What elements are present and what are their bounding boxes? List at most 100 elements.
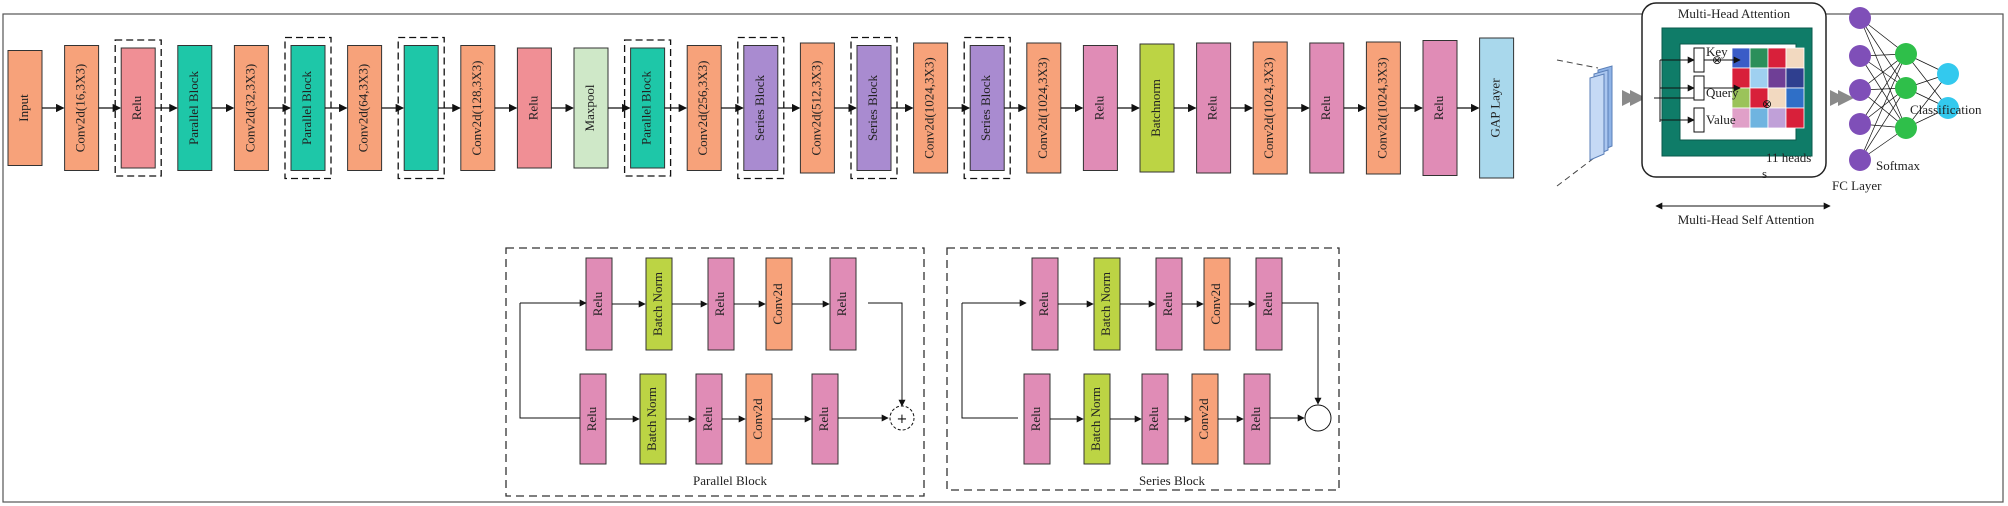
relu-block: Relu [1141,373,1169,465]
relu-block: Relu [120,47,156,169]
value-label: Value [1706,112,1736,127]
value-box [1693,107,1705,133]
batch-norm-block: Batch Norm [639,373,667,465]
fc-edge [1905,73,1949,129]
relu-label: Relu [712,291,727,316]
classification-label: Classification [1910,102,1982,117]
series-block-label: Series Block [978,74,993,141]
parallel-block-block: Parallel Block [177,45,213,171]
batchnorm-block: Batchnorm [1139,43,1175,173]
conv2d-label: Conv2d [1208,283,1223,325]
arrow-right-icon [1630,90,1646,106]
relu-block: Relu [1023,373,1051,465]
series-block-block: Series Block [969,45,1005,171]
relu-block: Relu [1309,42,1345,174]
relu-block: Relu [1031,257,1059,351]
output-node [1937,63,1959,85]
fc-layer-label: FC Layer [1832,178,1882,193]
join-node [1304,404,1332,432]
fc-node [1849,113,1871,135]
key-box [1693,47,1705,73]
conv2d-block: Conv2d [765,257,793,351]
s-label: s [1762,166,1767,181]
conv2d-16-3x3-label: Conv2d(16,3X3) [73,64,88,152]
conv2d-1024-3x3-label: Conv2d(1024,3X3) [1261,57,1276,158]
fc-node [1849,45,1871,67]
relu-block: Relu [585,257,613,351]
conv2d-1024-3x3-block: Conv2d(1024,3X3) [1252,41,1288,175]
outer-frame [2,13,2004,503]
multiply-icon: ⊗ [1712,53,1722,67]
gap-layer-block: GAP Layer [1479,37,1515,179]
heads-label: 11 heads [1766,150,1811,165]
key-label: Key [1706,44,1728,59]
conv2d-block: Conv2d [1203,257,1231,351]
multi-head-attention: Multi-Head Attention Key Query Value ⊗ ⊗… [1641,2,1827,181]
softmax-label: Softmax [1876,158,1921,173]
relu-label: Relu [1028,406,1043,431]
relu-block: Relu [516,47,552,169]
sum-symbol: + [897,412,908,427]
attention-cell [1785,107,1805,129]
softmax-node [1895,43,1917,65]
arrow-right-icon [1838,90,1854,106]
block-block [403,45,439,171]
series-block-label: Series Block [752,74,767,141]
attention-cell [1767,107,1787,129]
attention-score-grid [1731,47,1805,129]
parallel-block-caption: Parallel Block [693,473,768,488]
attention-cell [1749,47,1769,69]
gap-layer-label: GAP Layer [1488,78,1503,138]
conv2d-256-3x3-label: Conv2d(256,3X3) [695,61,710,156]
conv2d-1024-3x3-block: Conv2d(1024,3X3) [913,42,949,174]
attention-cell [1785,47,1805,69]
attention-cell [1749,67,1769,89]
relu-label: Relu [1318,95,1333,120]
relu-block: Relu [829,257,857,351]
series-block-label: Series Block [865,74,880,141]
conv2d-label: Conv2d [750,398,765,440]
relu-block: Relu [1422,40,1458,176]
conv2d-32-3x3-label: Conv2d(32,3X3) [242,64,257,152]
fc-edge [1859,17,1907,129]
conv2d-256-3x3-block: Conv2d(256,3X3) [686,45,722,171]
series-top-row: Relu Batch Norm Relu Conv2d Relu [1031,257,1283,351]
conv2d-1024-3x3-label: Conv2d(1024,3X3) [1374,57,1389,158]
batch-norm-label: Batch Norm [644,387,659,451]
relu-label: Relu [1260,291,1275,316]
self-attention-span: Multi-Head Self Attention [1655,202,1831,227]
relu-label: Relu [700,406,715,431]
batch-norm-block: Batch Norm [1093,257,1121,351]
fc-edge [1859,53,1907,125]
conv2d-128-3x3-block: Conv2d(128,3X3) [460,45,496,171]
attention-cell [1749,107,1769,129]
fc-node [1849,79,1871,101]
fc-node [1849,7,1871,29]
batch-norm-block: Batch Norm [645,257,673,351]
attention-cell [1785,87,1805,109]
attention-cell [1767,67,1787,89]
relu-label: Relu [1160,291,1175,316]
relu-block: Relu [811,373,839,465]
conv2d-label: Conv2d [770,283,785,325]
batchnorm-label: Batchnorm [1148,79,1163,137]
conv2d-1024-3x3-label: Conv2d(1024,3X3) [1035,57,1050,158]
conv2d-block: Conv2d [1191,373,1219,465]
attention-cell [1767,47,1787,69]
relu-block: Relu [1196,42,1232,174]
parallel-block-label: Parallel Block [186,71,201,146]
relu-block: Relu [707,257,735,351]
conv2d-512-3x3-label: Conv2d(512,3X3) [808,61,823,156]
conv2d-512-3x3-block: Conv2d(512,3X3) [799,42,835,174]
relu-label: Relu [1036,291,1051,316]
batch-norm-label: Batch Norm [1088,387,1103,451]
attention-cell [1785,67,1805,89]
series-block-caption: Series Block [1139,473,1206,488]
parallel-block-label: Parallel Block [639,71,654,146]
embedding-stack [1589,65,1613,161]
fc-edge [1859,87,1907,161]
